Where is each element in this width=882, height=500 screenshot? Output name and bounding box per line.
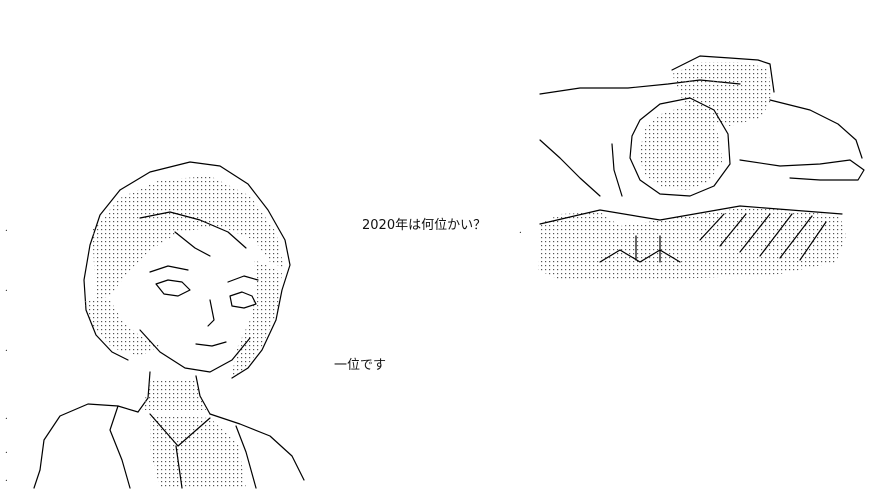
nose bbox=[207, 299, 215, 327]
chin bbox=[139, 329, 251, 373]
collar-right bbox=[235, 425, 257, 489]
hair-fill-right bbox=[232, 260, 282, 376]
diag-stroke-1 bbox=[539, 139, 601, 197]
hair-outline bbox=[119, 161, 291, 379]
collar-v bbox=[149, 413, 211, 447]
swoosh-right bbox=[769, 99, 863, 159]
woman-face-icon bbox=[5, 161, 305, 489]
base-wave bbox=[599, 249, 681, 263]
left-arm bbox=[33, 469, 41, 489]
bangs-line bbox=[139, 211, 247, 249]
collar-fill bbox=[150, 414, 246, 488]
abstract-figure-icon bbox=[519, 55, 865, 280]
hair-fill bbox=[92, 176, 284, 300]
speech-answer: 一位です bbox=[334, 358, 387, 373]
bracket-left bbox=[635, 235, 661, 263]
hair-fill-lower bbox=[84, 300, 160, 356]
hat-fill bbox=[672, 62, 772, 126]
sphere-outline bbox=[629, 97, 731, 197]
base-outline bbox=[539, 205, 843, 225]
collar-left bbox=[109, 405, 131, 489]
hair-left-outline bbox=[83, 189, 129, 361]
dot-trail-right bbox=[519, 231, 523, 235]
right-eye bbox=[229, 291, 257, 309]
sphere-shading bbox=[638, 106, 722, 190]
left-eye bbox=[155, 279, 191, 297]
base-fill bbox=[538, 208, 846, 280]
torso-line bbox=[175, 445, 183, 489]
speech-question: 2020年は何位かい？ bbox=[362, 218, 487, 233]
mouth bbox=[195, 341, 227, 347]
diag-stroke-2 bbox=[611, 143, 623, 197]
swoosh-right-2 bbox=[739, 159, 865, 181]
shoulder-right bbox=[209, 413, 305, 481]
neck-fill bbox=[142, 380, 206, 410]
left-eyebrow bbox=[149, 265, 189, 273]
right-eyebrow bbox=[227, 275, 259, 283]
hat-top bbox=[671, 55, 775, 93]
bangs-line-2 bbox=[174, 231, 211, 257]
dot-trail-left bbox=[5, 229, 9, 483]
base-stripes bbox=[699, 213, 827, 261]
shoulder-left bbox=[39, 403, 139, 471]
